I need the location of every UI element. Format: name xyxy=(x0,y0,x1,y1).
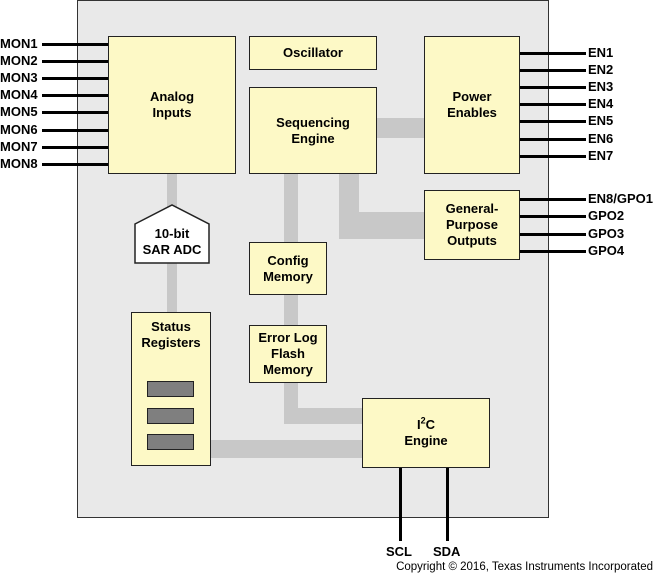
gpo-label-line1: General- xyxy=(445,201,499,216)
en-pin-label: EN5 xyxy=(588,113,614,129)
en-pin-line xyxy=(520,120,586,124)
mon-pin-label: MON8 xyxy=(0,155,38,171)
en-pin-label: EN6 xyxy=(588,130,614,146)
copyright-text: Copyright © 2016, Texas Instruments Inco… xyxy=(396,561,653,573)
sda-pin-line xyxy=(446,468,449,541)
gpo-pin-label: GPO3 xyxy=(588,225,625,241)
en-pin-line xyxy=(520,103,586,107)
bus-adc-status xyxy=(167,262,177,312)
bus-status-i2c xyxy=(211,440,362,458)
error-log-label-line1: Error Log xyxy=(258,330,318,345)
en-pin-line xyxy=(520,52,586,55)
en-pin-line xyxy=(520,86,586,90)
bus-config-error xyxy=(284,295,298,325)
en-pin-label: EN2 xyxy=(588,62,614,78)
mon-pin-line xyxy=(42,94,108,98)
error-log-label-line3: Memory xyxy=(263,362,313,377)
status-register-slot xyxy=(147,434,194,450)
status-registers-block: Status Registers xyxy=(131,312,211,466)
en-pin-label: EN7 xyxy=(588,147,614,163)
mon-pin-line xyxy=(42,43,108,46)
status-registers-label-line2: Registers xyxy=(141,335,201,350)
i2c-label-line1: I2C xyxy=(416,415,436,433)
i2c-label-line2: Engine xyxy=(404,433,448,448)
i2c-suffix: C xyxy=(425,417,436,432)
sda-pin-label: SDA xyxy=(433,544,461,559)
scl-pin-line xyxy=(399,468,402,541)
status-register-slot xyxy=(147,381,194,397)
bus-seq-gpo-h xyxy=(339,212,424,239)
sequencing-engine-label-line2: Engine xyxy=(291,130,335,146)
mon-pin-line xyxy=(42,162,108,166)
gpo-pin-line xyxy=(520,232,586,236)
status-registers-label-line1: Status xyxy=(151,319,191,334)
i2c-engine-block: I2C Engine xyxy=(362,398,490,468)
bus-seq-power xyxy=(376,118,424,138)
analog-inputs-block: Analog Inputs xyxy=(108,36,236,174)
adc-label-line1: 10-bit xyxy=(154,226,190,241)
adc-label: 10-bit SAR ADC xyxy=(134,222,210,262)
gpo-pin-line xyxy=(520,198,586,201)
oscillator-label: Oscillator xyxy=(283,45,343,60)
mon-pin-line xyxy=(42,145,108,149)
mon-pin-label: MON4 xyxy=(0,87,38,103)
mon-pin-label: MON2 xyxy=(0,53,38,69)
config-memory-block: Config Memory xyxy=(249,242,327,295)
gpo-pin-label: GPO2 xyxy=(588,208,625,224)
en-pin-label: EN4 xyxy=(588,96,614,112)
mon-pin-line xyxy=(42,77,108,81)
bus-error-i2c-h xyxy=(284,408,362,424)
i2c-prefix: I xyxy=(416,417,421,432)
gpo-pin-line xyxy=(520,215,586,219)
adc-block xyxy=(134,204,210,264)
gpo-block: General- Purpose Outputs xyxy=(424,190,520,260)
power-enables-label-line2: Enables xyxy=(447,105,497,120)
mon-pin-line xyxy=(42,60,108,64)
error-log-label-line2: Flash xyxy=(271,346,305,361)
mon-pin-label: MON7 xyxy=(0,138,38,154)
error-log-block: Error Log Flash Memory xyxy=(249,325,327,383)
oscillator-block: Oscillator xyxy=(249,36,377,70)
status-register-slot xyxy=(147,408,194,424)
scl-pin-label: SCL xyxy=(386,544,412,559)
mon-pin-label: MON6 xyxy=(0,121,38,137)
en-pin-line xyxy=(520,154,586,158)
sequencing-engine-label-line1: Sequencing xyxy=(276,114,350,130)
bus-adc-analog xyxy=(167,174,177,210)
adc-label-line2: SAR ADC xyxy=(142,242,202,257)
power-enables-label-line1: Power xyxy=(452,89,492,104)
mon-pin-label: MON5 xyxy=(0,104,38,120)
config-memory-label-line2: Memory xyxy=(263,268,313,284)
gpo-label-line2: Purpose xyxy=(445,217,498,232)
sequencing-engine-block: Sequencing Engine xyxy=(249,87,377,174)
gpo-pin-label: EN8/GPO1 xyxy=(588,191,654,206)
bus-seq-config xyxy=(284,174,298,242)
analog-inputs-label-line2: Inputs xyxy=(152,105,192,120)
mon-pin-label: MON3 xyxy=(0,70,38,86)
gpo-pin-line xyxy=(520,249,586,253)
power-enables-block: Power Enables xyxy=(424,36,520,174)
i2c-superscript: 2 xyxy=(420,415,426,426)
gpo-label-line3: Outputs xyxy=(447,233,497,248)
en-pin-line xyxy=(520,137,586,141)
en-pin-label: EN3 xyxy=(588,79,614,95)
en-pin-label: EN1 xyxy=(588,45,614,60)
mon-pin-label: MON1 xyxy=(0,36,38,51)
config-memory-label-line1: Config xyxy=(267,252,309,268)
en-pin-line xyxy=(520,69,586,73)
mon-pin-line xyxy=(42,128,108,132)
gpo-pin-label: GPO4 xyxy=(588,242,625,258)
mon-pin-line xyxy=(42,111,108,115)
analog-inputs-label-line1: Analog xyxy=(149,89,195,104)
